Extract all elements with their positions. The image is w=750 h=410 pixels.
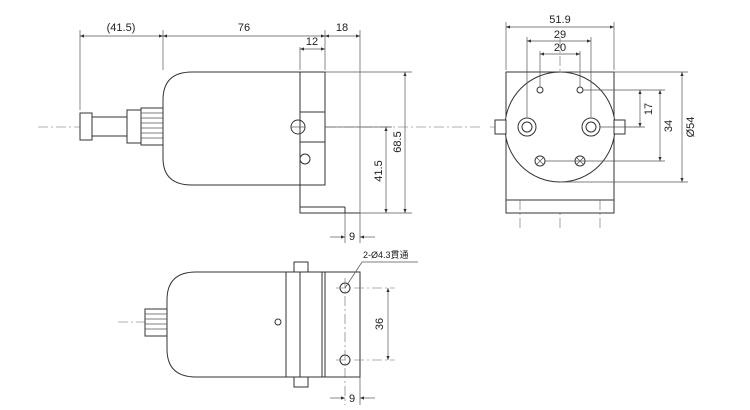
front-view: 51.9 29 20 17 34 Ø54 (490, 14, 697, 230)
front-bracket (505, 199, 615, 214)
top-base-plate (324, 271, 361, 378)
hole-note: 2-Ø4.3貫通 (363, 250, 409, 260)
top-screw-icon (274, 318, 282, 326)
dim-vertical-pitch: 34 (663, 120, 675, 132)
dim-front-width: 51.9 (549, 14, 570, 26)
flange-screw-icon (299, 153, 311, 165)
dim-hole-offset: 9 (349, 393, 355, 405)
top-view: 2-Ø4.3貫通 36 9 (118, 250, 418, 405)
dim-center-height: 41.5 (373, 160, 385, 181)
dim-outer-pitch: 29 (554, 29, 566, 41)
port-left-icon (517, 117, 537, 137)
dim-flange-offset: 12 (306, 36, 318, 48)
top-flange (285, 271, 326, 378)
mounting-flange (299, 71, 326, 186)
l-bracket (299, 185, 360, 214)
dim-vertical-offset: 17 (643, 103, 655, 115)
cable-connector (79, 107, 164, 146)
top-cable-stub (144, 308, 168, 337)
side-view: (41.5) 76 18 12 68.5 41.5 9 (38, 22, 480, 243)
dim-inner-pitch: 20 (554, 42, 566, 54)
dim-diameter: Ø54 (685, 117, 697, 138)
dim-total-height: 68.5 (392, 131, 404, 152)
dim-bracket-offset: 9 (349, 231, 355, 243)
dim-cable-length: (41.5) (107, 22, 136, 34)
dim-flange-width: 18 (336, 22, 348, 34)
dim-body-length: 76 (238, 22, 250, 34)
dim-hole-pitch: 36 (374, 318, 386, 330)
top-sensor-body (166, 271, 287, 378)
sensor-body (162, 71, 301, 186)
